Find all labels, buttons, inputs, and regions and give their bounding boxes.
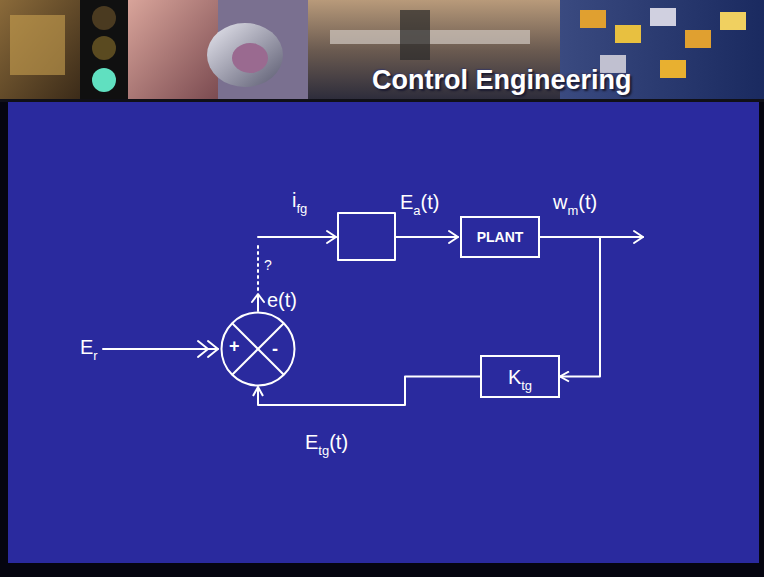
symbol-text: (t) — [329, 431, 348, 453]
question-mark: ? — [264, 258, 272, 272]
block-box: PLANT — [460, 216, 540, 258]
subscript: m — [567, 203, 578, 218]
symbol-text: E — [305, 431, 318, 453]
symbol-text: (t) — [578, 191, 597, 213]
block-box: Ktg — [480, 355, 560, 398]
symbol-text: i — [292, 189, 296, 211]
subscript: r — [93, 348, 97, 363]
block-subscript: tg — [521, 378, 532, 393]
signal-name: Etg(t) — [305, 432, 348, 452]
subscript: a — [413, 203, 420, 218]
summing-junction: +- — [220, 311, 296, 387]
symbol-text: (t) — [421, 191, 440, 213]
slide-title: Control Engineering — [372, 66, 632, 96]
symbol-text: E — [400, 191, 413, 213]
signal-name: e(t) — [267, 290, 297, 310]
current-label: ifg — [292, 190, 307, 210]
sign-symbol: + — [229, 337, 240, 355]
symbol-text: w — [553, 191, 567, 213]
symbol-text: e(t) — [267, 289, 297, 311]
block-name: K — [508, 366, 521, 388]
subscript: fg — [296, 201, 307, 216]
block-name: PLANT — [477, 229, 524, 245]
sign-symbol: - — [272, 340, 278, 358]
symbol-text: ? — [264, 257, 272, 273]
signal-name: Ea(t) — [400, 192, 439, 212]
signal-name: Er — [80, 337, 98, 357]
signal-name: wm(t) — [553, 192, 597, 212]
subscript: tg — [318, 443, 329, 458]
box-label: Ktg — [508, 367, 532, 387]
feedback-connector — [258, 377, 480, 406]
symbol-text: E — [80, 336, 93, 358]
box-label: PLANT — [477, 230, 524, 244]
